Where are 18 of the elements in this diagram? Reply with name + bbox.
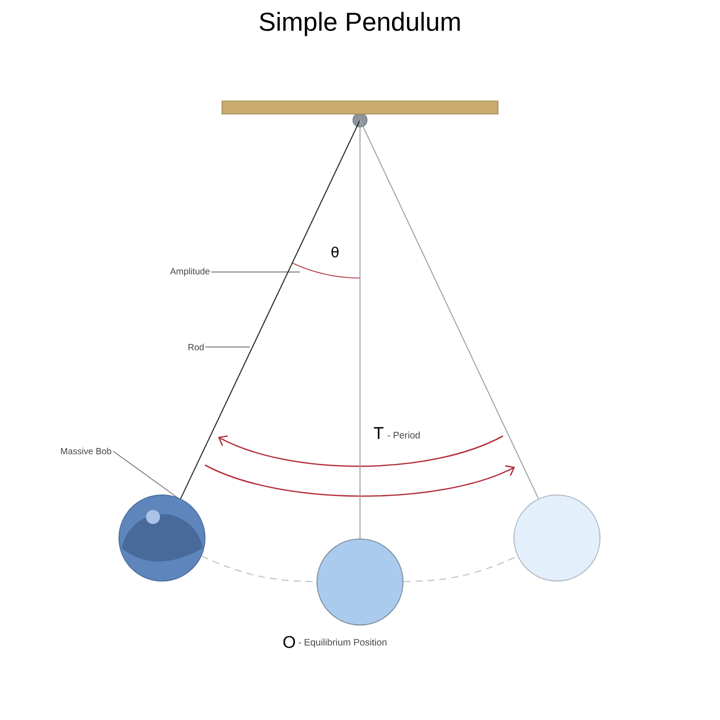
rod — [360, 120, 539, 500]
bob-circle — [514, 494, 600, 582]
period-label: - Period — [388, 432, 420, 438]
ceiling-bar — [222, 100, 498, 114]
swing-path — [403, 556, 518, 582]
leader-line — [112, 450, 178, 498]
leader-line — [205, 346, 250, 348]
rod — [180, 120, 360, 500]
callout-label: Amplitude — [170, 268, 210, 276]
callout-label: Massive Bob — [61, 448, 112, 454]
bob-circle — [118, 494, 206, 582]
title: Simple Pendulum — [260, 12, 460, 36]
period-symbol: T — [374, 427, 384, 439]
position-symbol: O — [283, 636, 295, 648]
callout-label: Rod — [188, 344, 204, 350]
bob-circle — [316, 538, 404, 626]
angle-symbol: θ — [332, 246, 339, 258]
position-label: - Equilibrium Position — [298, 638, 386, 648]
